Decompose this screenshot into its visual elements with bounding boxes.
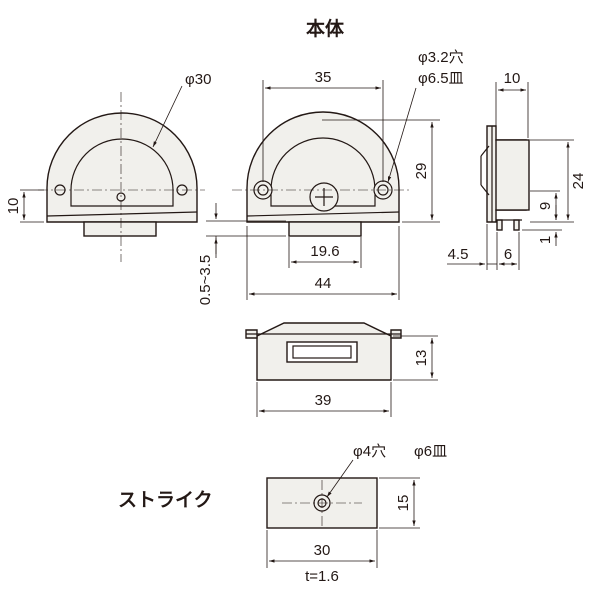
width-196-label: 19.6 <box>310 243 339 260</box>
side-view: 10 24 9 1 4.5 6 <box>447 70 587 270</box>
height-1-label: 1 <box>537 236 554 244</box>
side-tab-bottom <box>480 184 490 196</box>
height-29-label: 29 <box>413 163 430 180</box>
front-left-bottom-block <box>83 221 157 237</box>
front-view-center: 35 φ3.2穴 φ6.5皿 29 19.6 44 <box>232 49 464 300</box>
width-30-label: 30 <box>314 542 331 559</box>
side-housing <box>495 139 530 211</box>
hole4-label: φ4穴 <box>353 443 386 460</box>
thickness-label: t=1.6 <box>305 568 339 585</box>
width-35-label: 35 <box>315 69 332 86</box>
front-center-inner-arc <box>270 137 376 207</box>
gap-range-label: 0.5~3.5 <box>197 255 214 305</box>
strike-view: φ4穴 φ6皿 15 30 t=1.6 <box>266 443 447 585</box>
height-9-label: 9 <box>537 202 554 210</box>
height-13-label: 13 <box>413 350 430 367</box>
height-10-left-label: 10 <box>5 198 22 215</box>
offset-45-label: 4.5 <box>448 246 469 263</box>
height-24-label: 24 <box>570 173 587 190</box>
front-left-base-edge <box>46 211 198 217</box>
side-pin-right <box>513 219 520 231</box>
gap-dimension: 0.5~3.5 <box>197 203 286 305</box>
front-center-bottom-block <box>288 221 362 237</box>
latch-slot-inner <box>292 345 352 359</box>
height-15-label: 15 <box>395 495 412 512</box>
hole32-leader <box>387 87 417 183</box>
front-center-base-edge <box>246 211 400 217</box>
depth-10-label: 10 <box>504 70 521 87</box>
width-44-label: 44 <box>315 275 332 292</box>
title-strike: ストライク <box>118 489 213 511</box>
title-main-body: 本体 <box>306 17 345 40</box>
hole32-label: φ3.2穴 <box>418 49 464 66</box>
front-view-left: φ30 10 <box>5 71 211 262</box>
dia30-leader <box>152 85 183 148</box>
width-39-label: 39 <box>315 392 332 409</box>
side-tab-top <box>480 145 490 157</box>
dia30-label: φ30 <box>185 71 211 88</box>
csk65-label: φ6.5皿 <box>418 70 464 87</box>
front-left-inner-arc <box>70 138 174 207</box>
csk6-label: φ6皿 <box>414 443 447 460</box>
hole4-leader <box>326 459 354 498</box>
side-pin-left <box>496 219 503 231</box>
latch-slot <box>286 341 358 363</box>
bottom-view: 13 39 <box>245 322 438 417</box>
width-6-label: 6 <box>504 246 512 263</box>
